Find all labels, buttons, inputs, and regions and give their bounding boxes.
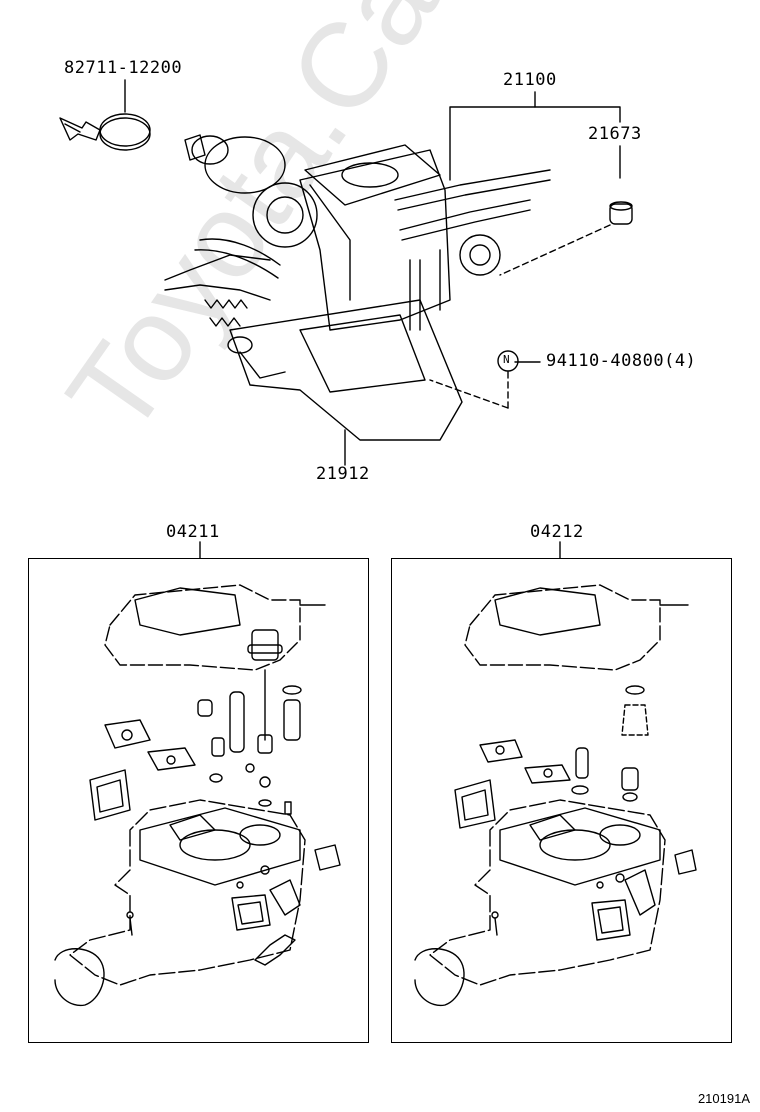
label-carburetor-assy: 21100 [503,70,557,90]
label-gasket-kit-a: 04211 [166,522,220,542]
hose-clamp-drawing [59,113,151,151]
nut-symbol-circle [497,350,519,372]
kit-04211-drawing [54,584,341,1007]
kit-04211-frame [28,558,369,1043]
kit-04212-drawing [414,584,697,1007]
label-cap: 21673 [588,124,642,144]
leader-lines [124,79,621,559]
label-hose-clamp: 82711-12200 [64,58,183,78]
carburetor-drawing [164,134,551,441]
catalog-code: 210191A [697,1091,750,1106]
label-nut: 94110-40800(4) [546,351,697,371]
cap-drawing [609,201,633,225]
kit-04212-frame [391,558,732,1043]
label-gasket-kit-b: 04212 [530,522,584,542]
label-nut-symbol: N [503,353,511,366]
label-insulator: 21912 [316,464,370,484]
